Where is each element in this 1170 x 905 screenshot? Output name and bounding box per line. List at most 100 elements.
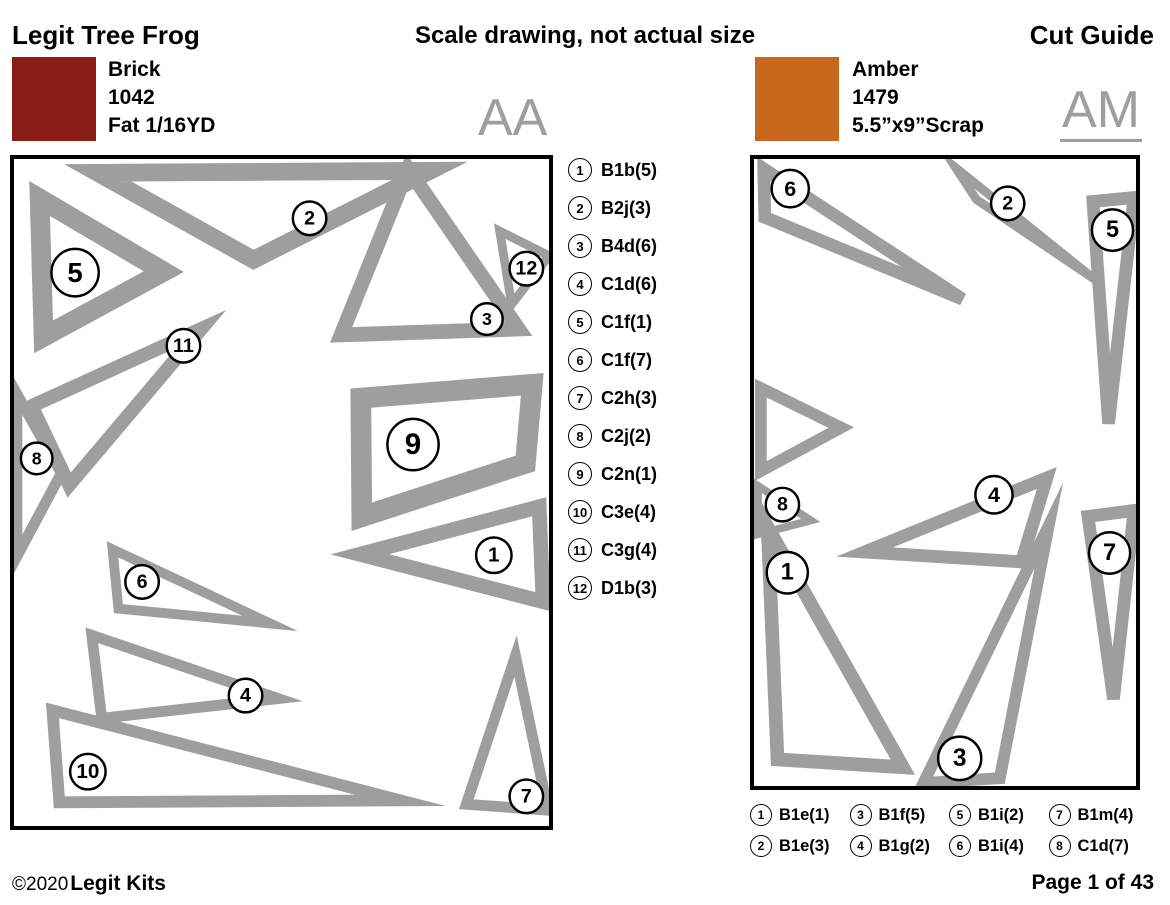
legend-piece-code: C1f(7) (601, 349, 653, 370)
legend-number-circle: 11 (568, 538, 592, 562)
legend-item: 5 C1f(1) (568, 310, 657, 334)
legend-item: 4 B1g(2) (849, 835, 946, 857)
pattern-title: Legit Tree Frog (12, 20, 200, 50)
legend-number-circle: 10 (568, 500, 592, 524)
legend-piece-code: C3g(4) (601, 539, 658, 560)
legend-piece-code: C2n(1) (601, 463, 658, 484)
piece-shape (944, 159, 1098, 284)
piece-shape (330, 497, 549, 611)
svg-text:5: 5 (67, 257, 82, 288)
svg-text:5: 5 (1106, 217, 1119, 243)
piece-shape (29, 180, 184, 354)
legend-item: 12 D1b(3) (568, 576, 657, 600)
piece-marker: 11 (165, 327, 202, 364)
svg-text:4: 4 (240, 685, 251, 707)
piece-shape (757, 159, 967, 306)
legend-number-circle: 8 (1048, 835, 1071, 857)
svg-text:8: 8 (32, 448, 42, 468)
piece-shape (45, 702, 446, 809)
legend-item: 4 C1d(6) (568, 272, 657, 296)
piece-shape (350, 372, 544, 531)
piece-marker: 8 (19, 441, 54, 476)
piece-marker: 2 (989, 185, 1026, 222)
fabric-swatch-brick (12, 57, 96, 141)
fabric-swatch-amber (755, 57, 839, 141)
svg-text:1: 1 (488, 544, 500, 567)
legend-number-circle: 2 (750, 835, 772, 857)
piece-shape (1086, 190, 1136, 425)
legend-number-circle: 3 (849, 804, 872, 826)
legend-number-circle: 6 (568, 348, 592, 372)
piece-shape (754, 378, 855, 481)
piece-shape (1080, 503, 1136, 701)
legend-item: 11 C3g(4) (568, 538, 657, 562)
fabric-info-brick: Brick 1042 Fat 1/16YD (108, 56, 215, 140)
piece-marker: 5 (1090, 208, 1135, 253)
legend-number-circle: 2 (568, 196, 592, 220)
legend-item: 5 B1i(2) (949, 804, 1045, 826)
legend-piece-code: B1e(1) (779, 805, 830, 824)
legend-piece-code: C1d(6) (601, 273, 658, 294)
piece-marker: 9 (386, 417, 440, 472)
legend-number-circle: 5 (568, 310, 592, 334)
piece-marker: 8 (764, 486, 801, 523)
piece-shape (106, 541, 299, 632)
svg-text:3: 3 (953, 745, 967, 772)
legend-piece-code: B1i(4) (978, 836, 1024, 855)
svg-text:7: 7 (1103, 540, 1116, 566)
legend-number-circle: 8 (568, 424, 592, 448)
legend-number-circle: 12 (568, 576, 592, 600)
fabric-name: Amber (852, 58, 919, 81)
piece-marker: 3 (936, 735, 983, 782)
piece-marker: 7 (508, 778, 545, 815)
piece-marker: 7 (1087, 531, 1132, 575)
legend-number-circle: 9 (568, 462, 592, 486)
piece-marker: 10 (68, 752, 107, 791)
legend-number-circle: 4 (568, 272, 592, 296)
piece-shape (836, 466, 1057, 569)
piece-marker: 1 (765, 550, 810, 595)
legend-piece-code: D1b(3) (601, 577, 658, 598)
legend-number-circle: 1 (568, 158, 592, 182)
legend-piece-code: B1g(2) (878, 836, 930, 855)
svg-text:3: 3 (482, 309, 492, 329)
legend-piece-code: B1i(2) (978, 805, 1024, 824)
fabric-size: Fat 1/16YD (108, 114, 216, 137)
legend-item: 9 C2n(1) (568, 462, 657, 486)
legend-number-circle: 7 (568, 386, 592, 410)
svg-text:9: 9 (405, 428, 421, 461)
piece-marker: 5 (50, 247, 100, 298)
copyright-year: ©2020 (12, 874, 69, 895)
cut-guide-label: Cut Guide (1029, 20, 1154, 50)
piece-marker: 1 (474, 536, 513, 575)
fabric-size: 5.5”x9”Scrap (852, 114, 984, 137)
legend-piece-code: B1m(4) (1077, 805, 1134, 824)
piece-shape (458, 635, 549, 816)
page-number: Page 1 of 43 (1031, 871, 1154, 894)
legend-number-circle: 5 (949, 804, 971, 826)
legend-number-circle: 7 (1048, 804, 1071, 826)
fabric-number: 1042 (108, 86, 155, 109)
legend-piece-code: B4d(6) (601, 235, 658, 256)
svg-text:7: 7 (521, 785, 532, 807)
svg-text:2: 2 (304, 207, 315, 229)
svg-text:2: 2 (1002, 192, 1013, 214)
legend-item: 7 B1m(4) (1048, 804, 1145, 826)
panel-label-aa: AA (478, 89, 548, 147)
fabric-info-amber: Amber 1479 5.5”x9”Scrap (852, 56, 984, 140)
legend-piece-code: C1f(1) (601, 311, 653, 332)
piece-marker: 3 (469, 302, 504, 337)
piece-shape (329, 159, 533, 343)
legend-number-circle: 4 (849, 835, 872, 857)
brand-name: Legit Kits (70, 872, 166, 895)
